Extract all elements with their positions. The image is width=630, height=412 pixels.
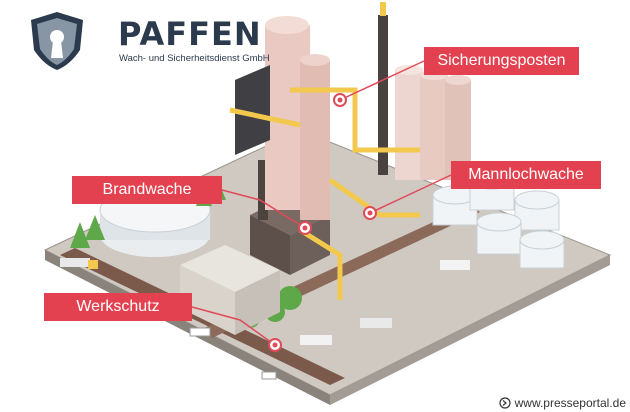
building-left bbox=[180, 245, 280, 335]
label-werkschutz: Werkschutz bbox=[44, 293, 192, 321]
source-text[interactable]: www.presseportal.de bbox=[514, 396, 626, 410]
callout-markers bbox=[268, 93, 377, 352]
distillation-towers bbox=[235, 2, 388, 220]
brand-name: PAFFEN bbox=[118, 15, 262, 53]
paffen-logo: PAFFEN Wach- und Sicherheitsdienst GmbH bbox=[28, 10, 270, 76]
source-credit: www.presseportal.de bbox=[499, 396, 626, 410]
label-brandwache: Brandwache bbox=[72, 176, 222, 204]
brand-subtitle: Wach- und Sicherheitsdienst GmbH bbox=[119, 53, 270, 64]
arrow-circle-icon bbox=[499, 397, 511, 409]
label-mannlochwache: Mannlochwache bbox=[451, 161, 601, 189]
vehicles bbox=[60, 258, 470, 380]
label-sicherungsposten: Sicherungsposten bbox=[424, 47, 579, 75]
shield-keyhole-icon bbox=[31, 12, 83, 70]
callout-lines bbox=[191, 60, 452, 346]
pipelines bbox=[229, 87, 420, 300]
